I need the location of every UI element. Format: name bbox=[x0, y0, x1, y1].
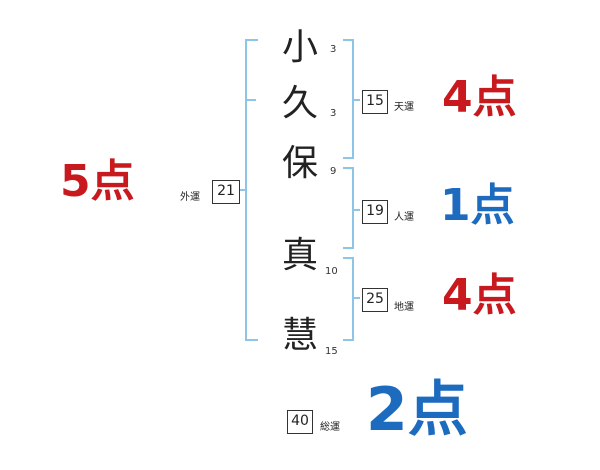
chiun-score: 4点 bbox=[442, 270, 517, 321]
gaiun-bracket bbox=[240, 39, 258, 341]
chiun-value-box: 25 bbox=[362, 288, 388, 312]
tenun-value-box: 15 bbox=[362, 90, 388, 114]
jinun-score: 1点 bbox=[440, 180, 515, 231]
given-char-2: 慧 bbox=[282, 315, 319, 356]
tenun-bracket bbox=[343, 39, 360, 159]
surname-strokes-3: 9 bbox=[330, 166, 337, 177]
tenun-label: 天運 bbox=[394, 102, 414, 113]
jinun-bracket bbox=[343, 167, 360, 249]
given-char-1: 真 bbox=[282, 235, 319, 276]
surname-char-1: 小 bbox=[282, 27, 319, 68]
souun-score: 2点 bbox=[366, 375, 468, 445]
souun-label: 総運 bbox=[320, 422, 340, 433]
gaiun-value-box: 21 bbox=[212, 180, 240, 204]
surname-strokes-2: 3 bbox=[330, 108, 337, 119]
chiun-bracket bbox=[343, 257, 360, 341]
surname-strokes-1: 3 bbox=[330, 44, 337, 55]
surname-char-3: 保 bbox=[282, 143, 319, 184]
given-strokes-2: 15 bbox=[325, 346, 338, 357]
gaiun-label: 外運 bbox=[180, 192, 200, 203]
gaiun-score: 5点 bbox=[60, 156, 135, 207]
given-strokes-1: 10 bbox=[325, 266, 338, 277]
jinun-label: 人運 bbox=[394, 212, 414, 223]
souun-value-box: 40 bbox=[287, 410, 313, 434]
tenun-score: 4点 bbox=[442, 72, 517, 123]
surname-char-2: 久 bbox=[282, 83, 319, 124]
chiun-label: 地運 bbox=[394, 302, 414, 313]
jinun-value-box: 19 bbox=[362, 200, 388, 224]
